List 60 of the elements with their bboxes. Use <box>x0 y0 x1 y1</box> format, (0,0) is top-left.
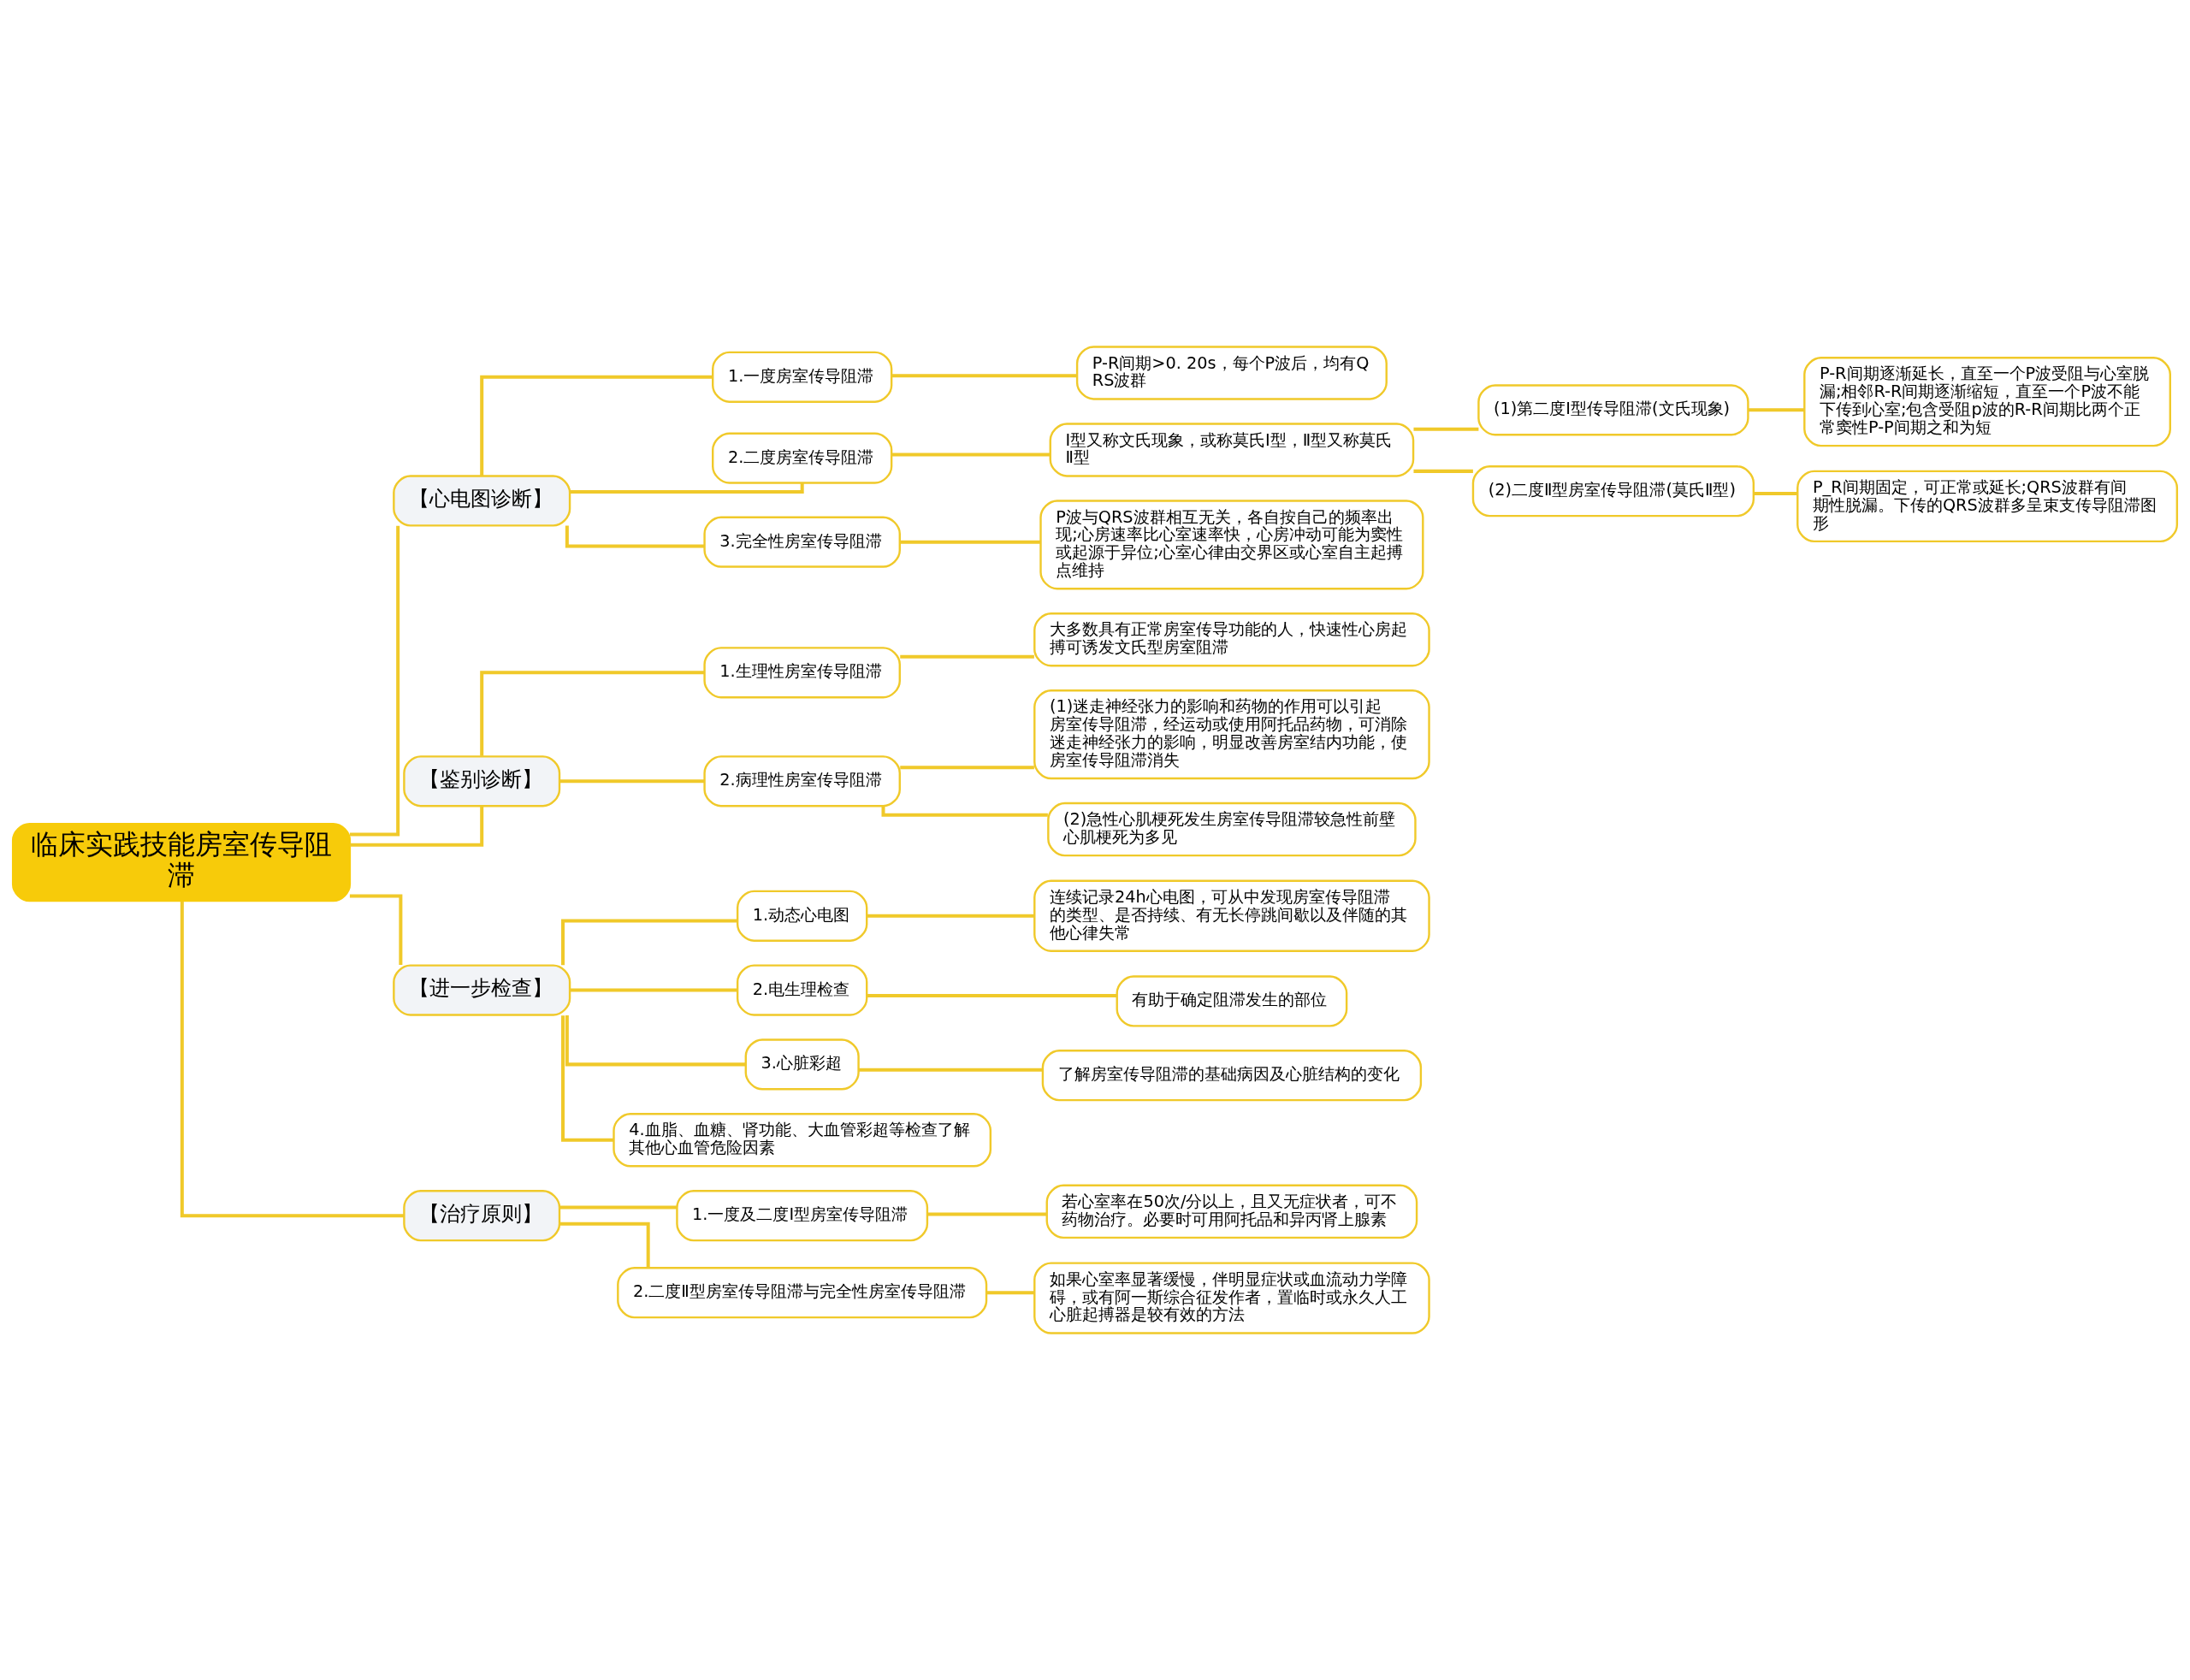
node-box: 2.电生理检查 <box>736 964 868 1016</box>
node-box: 1.生理性房室传导阻滞 <box>703 647 901 699</box>
node-box: (2)二度Ⅱ型房室传导阻滞(莫氏Ⅱ型) <box>1471 465 1755 518</box>
connector <box>180 901 405 1218</box>
node-box: 【鉴别诊断】 <box>403 755 561 807</box>
node-box: 【治疗原则】 <box>403 1190 561 1242</box>
node-box: 连续记录24h心电图，可从中发现房室传导阻滞的类型、是否持续、有无长停跳间歇以及伴随的其他心律失常 <box>1033 879 1430 952</box>
node-box: 若心室率在50次/分以上，且又无症状者，可不药物治疗。必要时可用阿托品和异丙肾上腺素 <box>1045 1184 1418 1239</box>
connector <box>350 525 400 837</box>
connector <box>900 766 1034 770</box>
node-box: (2)急性心肌梗死发生房室传导阻滞较急性前壁心肌梗死为多见 <box>1047 802 1417 857</box>
connector <box>891 453 1051 457</box>
connector <box>1748 408 1805 412</box>
connector <box>480 375 713 476</box>
connector <box>986 1291 1034 1295</box>
node-box: 3.心脏彩超 <box>744 1038 860 1091</box>
node-box: 2.二度房室传导阻滞 <box>712 432 893 484</box>
node-box: P_R间期固定，可正常或延长;QRS波群有间期性脱漏。下传的QRS波群多呈束支传导阻滞图形 <box>1796 470 2179 543</box>
connector <box>559 779 705 784</box>
node-box: 【心电图诊断】 <box>393 475 571 527</box>
connector <box>1753 492 1797 495</box>
connector <box>559 1222 650 1269</box>
connector <box>561 1015 614 1142</box>
connector <box>858 1068 1043 1072</box>
connector <box>881 806 1048 817</box>
connector <box>561 919 737 966</box>
node-box: P波与QRS波群相互无关，各自按自己的频率出现;心房速率比心室速率快，心房冲动可能为窦性或起源于异位;心室心律由交界区或心室自主起搏点维持 <box>1039 500 1424 590</box>
node-box: 1.一度房室传导阻滞 <box>712 351 893 403</box>
connector <box>1413 469 1473 473</box>
connector <box>565 1015 746 1067</box>
node-box: 【进一步检查】 <box>393 964 571 1016</box>
node-box: 2.病理性房室传导阻滞 <box>703 755 901 807</box>
node-box: 3.完全性房室传导阻滞 <box>703 516 901 568</box>
node-box: P-R间期逐渐延长，直至一个P波受阻与心室脱漏;相邻R-R间期逐渐缩短，直至一个P波不能下传到心室;包含受阻p波的R-R间期比两个正常窦性P-P间期之和为短 <box>1803 357 2171 447</box>
node-box: Ⅰ型又称文氏现象，或称莫氏Ⅰ型，Ⅱ型又称莫氏Ⅱ型 <box>1049 423 1415 477</box>
connector <box>350 806 484 847</box>
node-box: P-R间期>0. 20s，每个P波后，均有QRS波群 <box>1075 346 1388 400</box>
node-box: 1.一度及二度Ⅰ型房室传导阻滞 <box>676 1190 929 1242</box>
connector <box>559 1205 678 1210</box>
connector <box>900 540 1041 544</box>
connector <box>927 1212 1047 1216</box>
node-box: 大多数具有正常房室传导功能的人，快速性心房起搏可诱发文氏型房室阻滞 <box>1033 612 1430 667</box>
node-box: 2.二度Ⅱ型房室传导阻滞与完全性房室传导阻滞 <box>617 1267 988 1319</box>
connector <box>565 525 705 548</box>
connector <box>349 894 403 966</box>
node-box: 4.血脂、血糖、肾功能、大血管彩超等检查了解其他心血管危险因素 <box>613 1113 992 1168</box>
node-box: 1.动态心电图 <box>736 890 868 942</box>
connector <box>570 988 737 992</box>
node-box: (1)第二度Ⅰ型传导阻滞(文氏现象) <box>1477 384 1749 436</box>
node-box: 如果心室率显著缓慢，伴明显症状或血流动力学障碍，或有阿一斯综合征发作者，置临时或永久人工心脏起搏器是较有效的方法 <box>1033 1262 1430 1334</box>
connector <box>867 994 1117 997</box>
connector <box>900 654 1034 659</box>
connector <box>867 914 1034 918</box>
node-box: 了解房室传导阻滞的基础病因及心脏结构的变化 <box>1041 1050 1423 1102</box>
node-box: 临床实践技能房室传导阻滞 <box>11 822 352 902</box>
connector <box>1413 427 1479 431</box>
node-box: (1)迷走神经张力的影响和药物的作用可以引起房室传导阻滞，经运动或使用阿托品药物，可消除迷走神经张力的影响，明显改善房室结内功能，使房室传导阻滞消失 <box>1033 689 1430 780</box>
node-box: 有助于确定阻滞发生的部位 <box>1116 975 1348 1027</box>
connector <box>891 374 1077 378</box>
connector <box>480 671 705 756</box>
